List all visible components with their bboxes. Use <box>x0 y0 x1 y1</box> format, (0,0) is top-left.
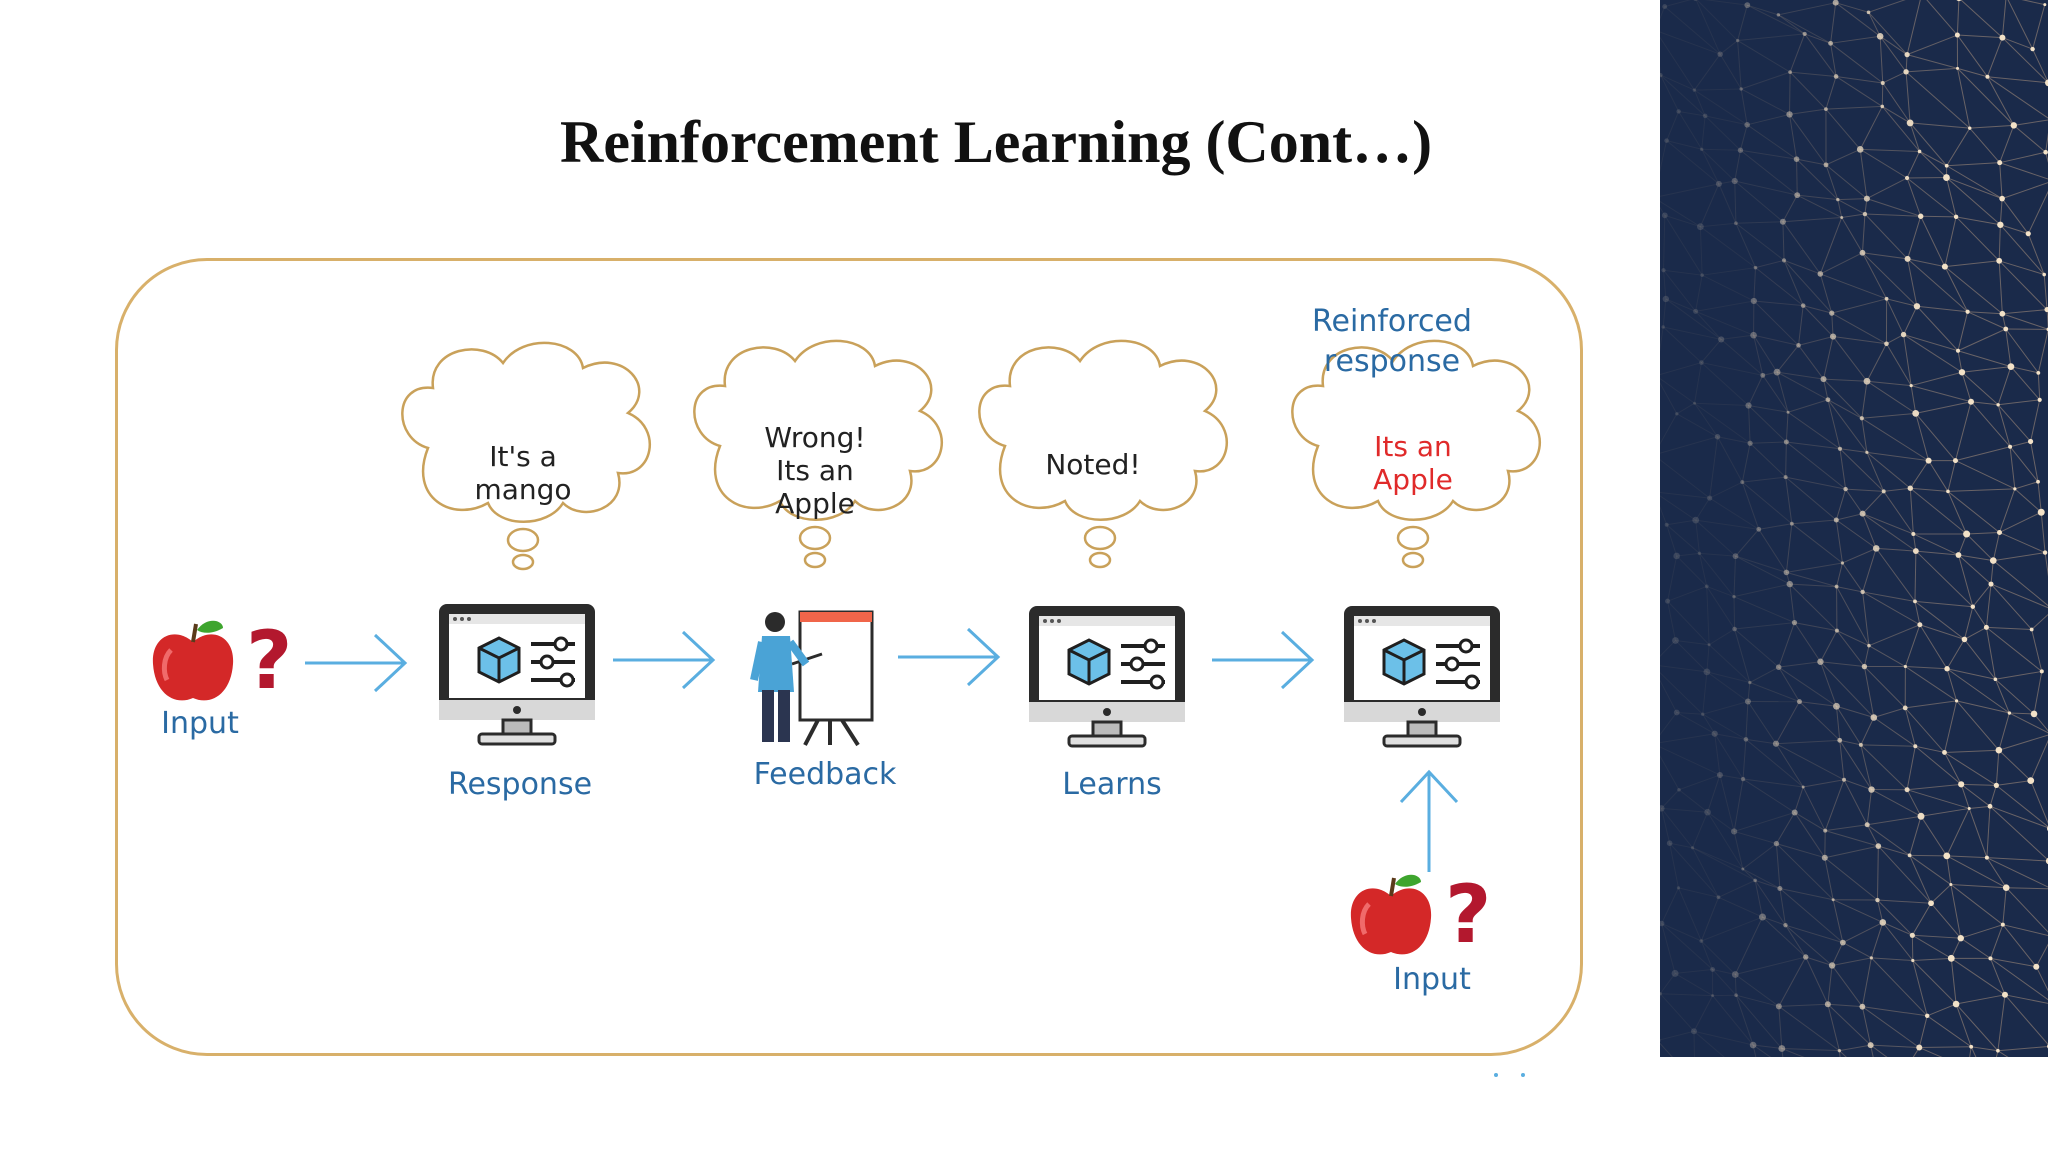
network-decoration-panel <box>1660 0 2048 1057</box>
network-mesh-icon <box>1660 0 2048 1057</box>
response-label: Response <box>447 767 593 802</box>
learns-label: Learns <box>1062 767 1162 802</box>
thought-reinforced-text: Its an Apple <box>1373 430 1453 496</box>
input-label-2: Input <box>1393 962 1471 997</box>
input-label: Input <box>161 706 239 741</box>
feedback-label: Feedback <box>753 757 897 792</box>
slide-title: Reinforcement Learning (Cont…) <box>560 109 1433 175</box>
diagram-frame <box>115 258 1583 1056</box>
question-mark-icon: ? <box>246 614 293 707</box>
reinforced-response-label: Reinforced response <box>1312 304 1472 379</box>
thought-feedback-text: Wrong! Its an Apple <box>764 421 866 520</box>
thought-learns-text: Noted! <box>1045 448 1141 481</box>
thought-response-text: It's a mango <box>474 440 572 506</box>
question-mark-icon: ? <box>1445 868 1492 961</box>
